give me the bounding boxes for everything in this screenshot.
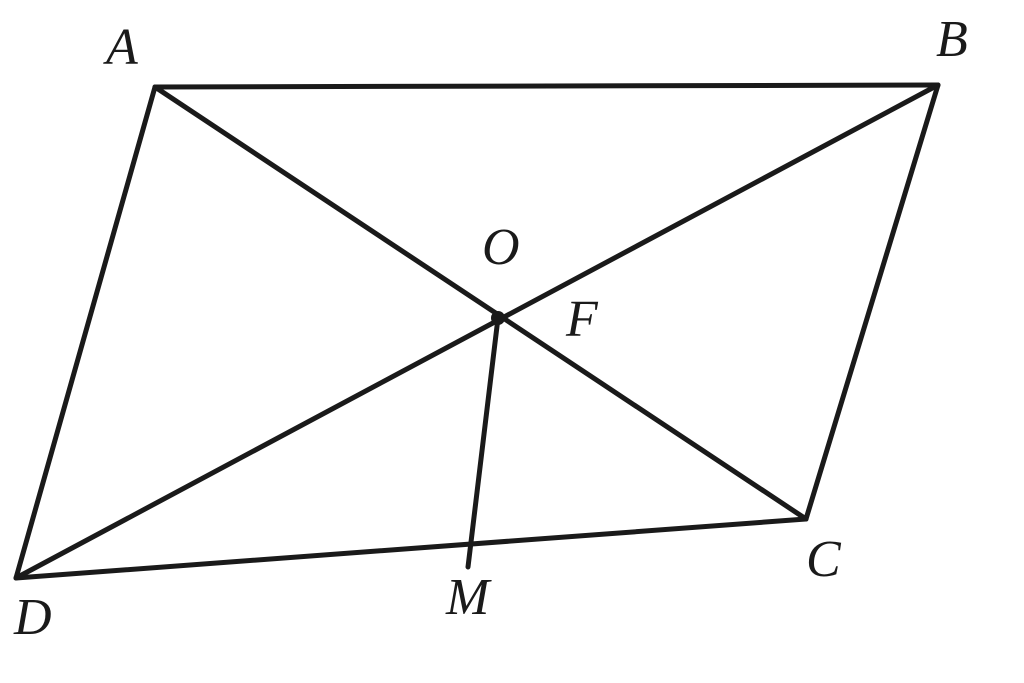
side-DA	[13, 84, 158, 581]
segment-OM	[465, 315, 501, 570]
point-label-b: B	[936, 11, 968, 68]
point-label-a: A	[106, 19, 138, 76]
point-marker-layer	[491, 311, 505, 325]
side-AB	[152, 82, 941, 90]
segment-layer	[13, 82, 941, 581]
point-label-f: F	[566, 291, 598, 348]
diagonal-DB	[13, 82, 941, 581]
point-label-d: D	[14, 589, 52, 646]
point-label-o: O	[482, 219, 520, 276]
diagonal-AC	[152, 84, 809, 522]
side-CD	[13, 516, 809, 581]
point-marker-o	[491, 311, 505, 325]
side-BC	[803, 82, 941, 522]
point-label-m: M	[446, 569, 490, 626]
point-label-c: C	[806, 531, 841, 588]
